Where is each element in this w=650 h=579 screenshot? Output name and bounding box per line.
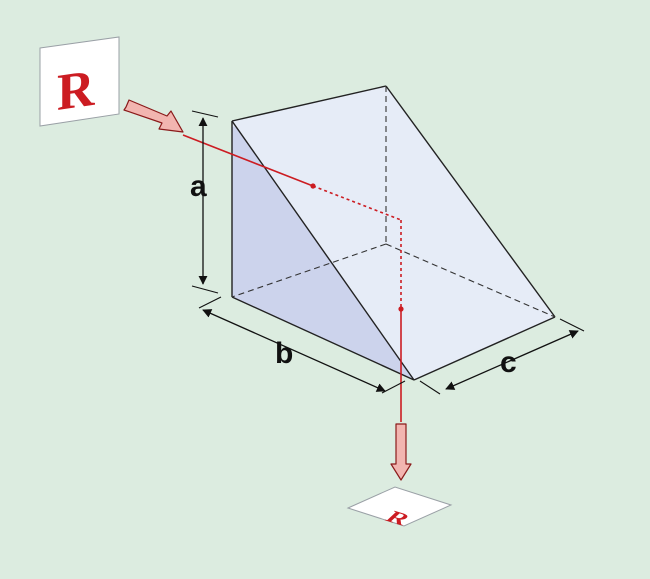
input-arrow-icon bbox=[123, 99, 184, 133]
output-image-card: R bbox=[346, 486, 453, 529]
dim-label-c: c bbox=[500, 346, 517, 379]
dim-label-a: a bbox=[190, 170, 207, 203]
dimension-c: c bbox=[419, 318, 585, 395]
prism-top-edge-region bbox=[232, 86, 386, 127]
dimension-a: a bbox=[190, 110, 219, 294]
dimension-b: b bbox=[198, 296, 406, 394]
input-image-letter: R bbox=[57, 59, 96, 122]
dim-label-b: b bbox=[275, 337, 293, 370]
beam-inside-horizontal bbox=[312, 185, 402, 221]
input-image-card: R bbox=[39, 36, 120, 127]
prism-hypotenuse-face bbox=[232, 86, 555, 380]
output-arrow-icon bbox=[390, 423, 412, 481]
prism-hidden-edges bbox=[231, 86, 556, 318]
